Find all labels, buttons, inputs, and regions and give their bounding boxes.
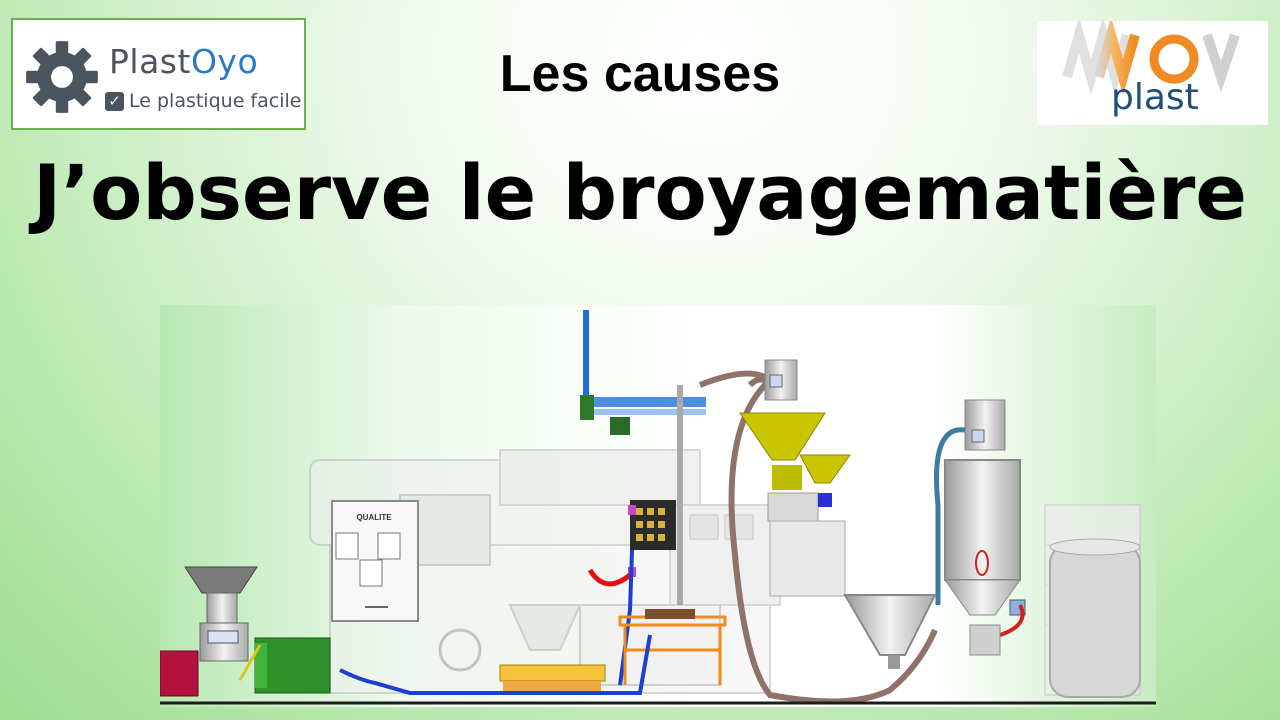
blue-line xyxy=(339,634,652,695)
quality-cabinet: QUALITE xyxy=(331,500,419,622)
aweplast-logo-art xyxy=(1062,16,1240,96)
plastoyo-logo: PlastOyo ✓ Le plastique facile xyxy=(11,18,306,130)
robot-arm xyxy=(580,310,706,605)
aweplast-logo: plast xyxy=(1037,16,1268,125)
gear-icon xyxy=(26,41,98,113)
plastic-drum xyxy=(1049,538,1141,698)
svg-text:QUALITE: QUALITE xyxy=(356,513,392,522)
yellow-hopper xyxy=(739,359,851,597)
page-title: J’observe le broyagematière xyxy=(33,148,1247,237)
grinder xyxy=(160,566,331,697)
page-subtitle: Les causes xyxy=(499,45,781,103)
brand-name: PlastOyo xyxy=(109,42,259,81)
brand-tagline: ✓ Le plastique facile xyxy=(105,90,301,112)
dryer-silo xyxy=(934,399,1026,656)
electrical-panel xyxy=(587,500,676,686)
factory-illustration: QUALITE xyxy=(160,305,1156,707)
logo-plast-text: plast xyxy=(1111,77,1199,118)
checkbox-icon: ✓ xyxy=(105,91,124,111)
steel-funnel xyxy=(843,594,937,669)
orange-table xyxy=(499,609,727,693)
